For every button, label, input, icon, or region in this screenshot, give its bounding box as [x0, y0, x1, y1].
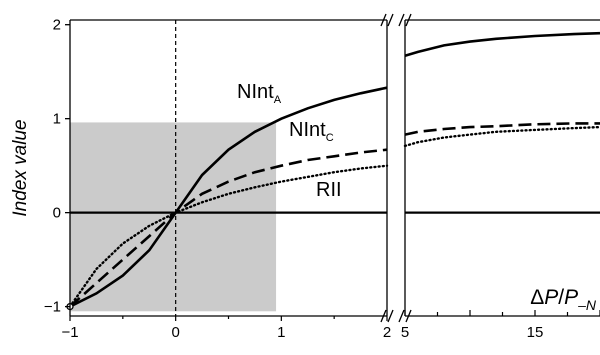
series-label-nint-c: NIntC — [289, 119, 334, 144]
x-tick-label: 15 — [527, 324, 544, 341]
series-subscript: C — [326, 132, 334, 144]
series-line-rii-right — [403, 125, 600, 148]
x-axis-annotation: ΔP/P–N — [530, 286, 597, 313]
break-mark-right-of-left-panel-top-b — [387, 13, 394, 27]
series-subscript: A — [274, 94, 282, 106]
x-tick-label: −1 — [61, 324, 78, 341]
break-mark-right-of-left-panel-top-a — [380, 13, 387, 27]
y-tick-label: 2 — [53, 17, 61, 34]
break-mark-left-of-right-panel-top-b — [405, 13, 412, 27]
y-axis-label: Index value — [10, 119, 31, 216]
break-mark-right-of-left-panel-bottom-b — [387, 309, 394, 323]
series-name: RII — [316, 179, 342, 201]
break-mark-right-of-left-panel-bottom-a — [380, 309, 387, 323]
x-annotation-p2: P — [564, 286, 578, 309]
x-tick-label: 2 — [383, 324, 391, 341]
x-tick-label: 5 — [401, 324, 409, 341]
x-annotation-slash: / — [558, 286, 564, 309]
break-mark-left-of-right-panel-bottom-b — [405, 309, 412, 323]
x-annotation-sub: –N — [577, 297, 597, 313]
break-mark-left-of-right-panel-top-a — [398, 13, 405, 27]
series-line-nint-c-left — [69, 148, 388, 308]
y-tick-label: 0 — [53, 205, 61, 222]
series-line-rii-left — [68, 164, 389, 308]
series-name: NInt — [237, 81, 274, 103]
series-name: NInt — [289, 119, 326, 141]
x-tick-label: 0 — [171, 324, 179, 341]
y-tick-label: 1 — [53, 111, 61, 128]
series-line-nint-a-right — [404, 31, 600, 57]
y-tick-label: −1 — [44, 299, 61, 316]
x-annotation-delta: Δ — [530, 286, 544, 309]
series-label-nint-a: NIntA — [237, 81, 282, 106]
series-line-nint-c-right — [404, 122, 600, 136]
break-mark-left-of-right-panel-bottom-a — [398, 309, 405, 323]
x-tick-label: 1 — [277, 324, 285, 341]
series-label-rii: RII — [316, 179, 342, 201]
series-line-nint-a-left — [69, 86, 388, 308]
x-annotation-p1: P — [544, 286, 558, 309]
